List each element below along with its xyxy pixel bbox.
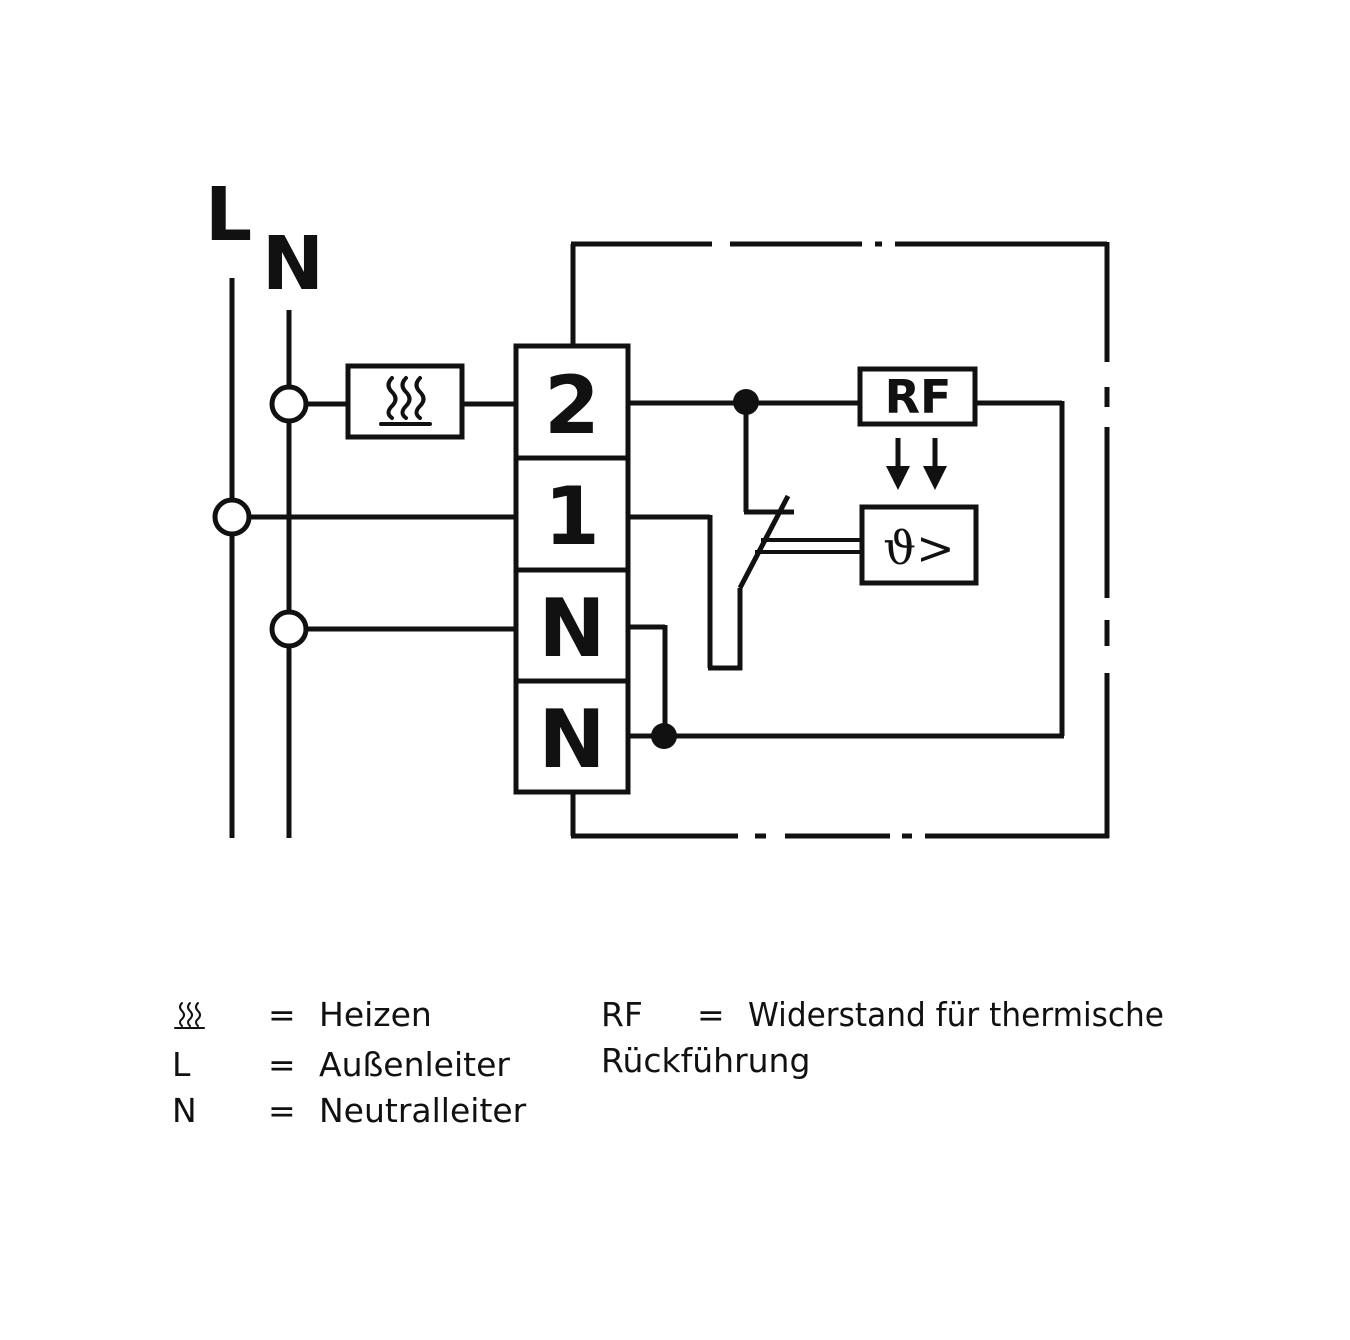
rf-resistor-box bbox=[857, 366, 978, 427]
terminal-block: 2 1 N N bbox=[513, 343, 631, 795]
legend-text-aussenleiter: Außenleiter bbox=[319, 1045, 510, 1084]
rf-label: RF bbox=[885, 370, 952, 424]
label-L: L bbox=[205, 172, 252, 258]
legend-text-rf-line1: Widerstand für thermische bbox=[748, 995, 1164, 1034]
legend-symbol-RF: RF bbox=[601, 995, 643, 1034]
junction-terminal-N bbox=[651, 723, 677, 749]
heat-arrows-icon bbox=[886, 438, 947, 490]
housing-outline bbox=[570, 241, 1110, 839]
legend-text-rf-line2: Rückführung bbox=[601, 1041, 810, 1080]
legend-symbol-L: L bbox=[172, 1045, 191, 1084]
legend: = Heizen L = Außenleiter N = Neutralleit… bbox=[172, 995, 1164, 1130]
label-N: N bbox=[262, 221, 324, 307]
junction-N-heater bbox=[269, 384, 309, 424]
legend-text-neutralleiter: Neutralleiter bbox=[319, 1091, 527, 1130]
thermostat-switch bbox=[628, 402, 862, 671]
junction-N-terminal bbox=[269, 609, 309, 649]
terminal-1-label: 1 bbox=[544, 470, 600, 563]
legend-text-heizen: Heizen bbox=[319, 995, 432, 1034]
legend-eq-2: = bbox=[268, 1045, 296, 1084]
legend-eq-1: = bbox=[268, 995, 296, 1034]
sensor-label: ϑ> bbox=[883, 521, 954, 575]
heating-symbol-icon bbox=[379, 376, 432, 426]
terminal-N-lower-label: N bbox=[539, 693, 606, 786]
temperature-sensor-box bbox=[859, 504, 979, 586]
legend-symbol-N: N bbox=[172, 1091, 197, 1130]
junction-L bbox=[212, 497, 252, 537]
legend-eq-3: = bbox=[268, 1091, 296, 1130]
terminal-N-upper-label: N bbox=[539, 582, 606, 675]
legend-eq-4: = bbox=[697, 995, 725, 1034]
terminal-2-label: 2 bbox=[544, 359, 600, 452]
legend-heating-symbol-icon bbox=[174, 1002, 205, 1029]
